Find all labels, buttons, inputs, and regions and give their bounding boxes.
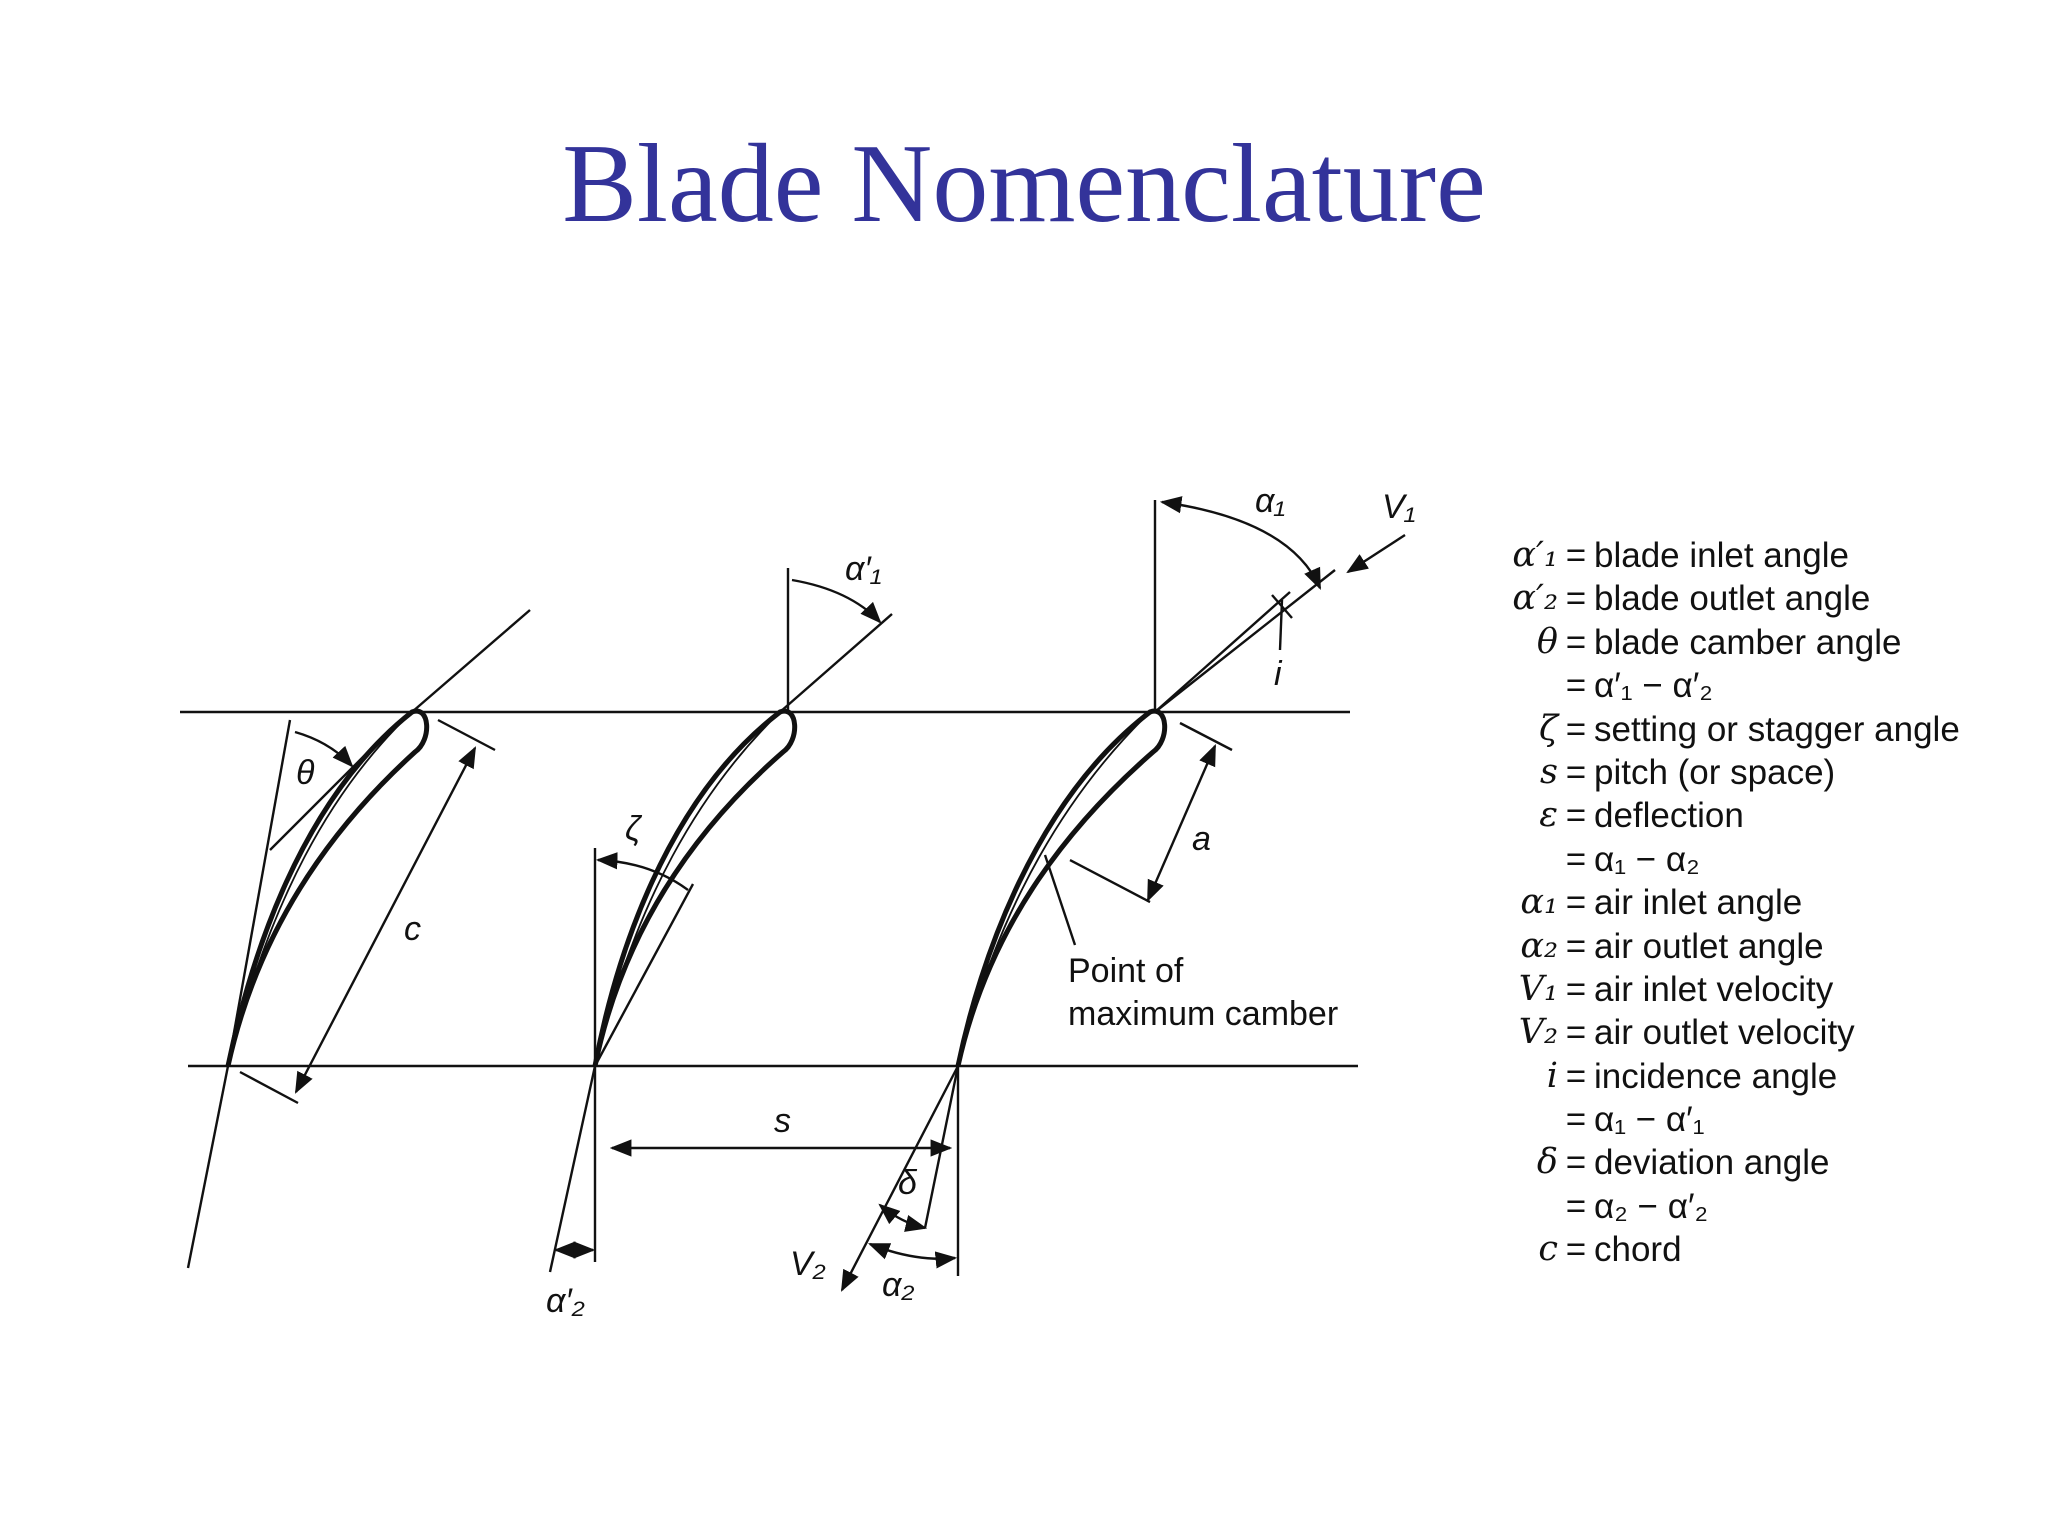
chord-label: c	[404, 910, 421, 948]
pitch-label: s	[774, 1102, 791, 1140]
legend-equals: =	[1565, 536, 1587, 575]
legend-symbol	[1448, 1185, 1558, 1228]
legend-symbol	[1448, 664, 1558, 707]
blade-1-camber-line	[227, 711, 413, 1067]
legend-text: α₁ − α₂	[1594, 839, 1700, 879]
legend-text: air outlet velocity	[1594, 1013, 1855, 1053]
legend-text: chord	[1594, 1230, 1682, 1270]
legend-equals: =	[1565, 969, 1587, 1009]
legend-equals: =	[1565, 622, 1587, 662]
nomenclature-legend: α′₁=blade inlet angle α′₂=blade outlet a…	[1448, 534, 2008, 1272]
legend-symbol: c	[1538, 1229, 1558, 1270]
legend-symbol: α′₂	[1512, 578, 1558, 619]
legend-text: air inlet velocity	[1594, 969, 1834, 1009]
legend-row: c=chord	[1448, 1228, 2008, 1271]
legend-text: deviation angle	[1594, 1143, 1830, 1183]
legend-equals: =	[1565, 796, 1587, 836]
legend-row: α₁=air inlet angle	[1448, 881, 2008, 924]
legend-row: =α′₁ − α′₂	[1448, 664, 2008, 707]
legend-text: α′₁ − α′₂	[1594, 666, 1713, 706]
legend-row: ε=deflection	[1448, 794, 2008, 837]
legend-equals: =	[1565, 579, 1587, 619]
legend-symbol: α₁	[1520, 882, 1558, 923]
legend-row: δ=deviation angle	[1448, 1141, 2008, 1184]
legend-symbol: ζ	[1539, 708, 1558, 749]
legend-equals: =	[1565, 926, 1587, 966]
legend-equals: =	[1565, 883, 1587, 923]
alpha1-label: α₁	[1255, 482, 1285, 520]
legend-symbol	[1448, 1098, 1558, 1141]
theta-label: θ	[296, 754, 315, 792]
legend-symbol: i	[1546, 1055, 1558, 1096]
legend-row: s=pitch (or space)	[1448, 751, 2008, 794]
legend-equals: =	[1565, 752, 1587, 792]
legend-row: θ=blade camber angle	[1448, 621, 2008, 664]
legend-row: V₁=air inlet velocity	[1448, 968, 2008, 1011]
legend-row: α₂=air outlet angle	[1448, 925, 2008, 968]
legend-text: blade outlet angle	[1594, 579, 1871, 619]
legend-text: setting or stagger angle	[1594, 709, 1960, 749]
legend-equals: =	[1565, 1013, 1587, 1053]
incidence-label: i	[1274, 655, 1283, 693]
legend-row: =α₂ − α′₂	[1448, 1185, 2008, 1228]
legend-equals: =	[1565, 1186, 1587, 1226]
v2-label: V₂	[790, 1245, 826, 1283]
alpha2-label: α₂	[882, 1266, 914, 1304]
legend-text: incidence angle	[1594, 1056, 1838, 1096]
legend-text: deflection	[1594, 796, 1744, 836]
max-camber-label-line2: maximum camber	[1068, 995, 1338, 1033]
v1-label: V₁	[1382, 488, 1415, 526]
delta-label: δ	[898, 1164, 918, 1202]
blade-2	[592, 708, 798, 1067]
legend-row: V₂=air outlet velocity	[1448, 1011, 2008, 1054]
alpha2-prime-label: α′₂	[546, 1282, 585, 1320]
legend-text: blade inlet angle	[1594, 536, 1849, 575]
legend-text: α₁ − α′₁	[1594, 1100, 1705, 1140]
legend-equals: =	[1565, 1100, 1587, 1140]
blade-3-camber-line	[957, 711, 1151, 1067]
legend-symbol: s	[1540, 751, 1558, 792]
legend-symbol	[1448, 838, 1558, 881]
max-camber-label-line1: Point of	[1068, 952, 1184, 990]
legend-row: α′₂=blade outlet angle	[1448, 577, 2008, 620]
alpha1-prime-label: α′₁	[845, 550, 882, 588]
legend-text: pitch (or space)	[1594, 752, 1836, 792]
legend-symbol: δ	[1536, 1142, 1558, 1183]
blade-2-camber-line	[594, 711, 781, 1067]
legend-row: i=incidence angle	[1448, 1055, 2008, 1098]
a-label: a	[1192, 820, 1211, 858]
legend-equals: =	[1565, 1230, 1587, 1270]
legend-equals: =	[1565, 1143, 1587, 1183]
legend-symbol: α₂	[1520, 925, 1558, 966]
legend-text: air outlet angle	[1594, 926, 1824, 966]
blade-3	[955, 708, 1168, 1067]
blade-1	[225, 708, 430, 1067]
legend-symbol: θ	[1536, 621, 1558, 662]
legend-symbol: α′₁	[1512, 535, 1558, 575]
legend-symbol: V₂	[1518, 1012, 1558, 1053]
legend-text: blade camber angle	[1594, 622, 1902, 662]
legend-symbol: ε	[1539, 795, 1558, 836]
legend-equals: =	[1565, 666, 1587, 706]
legend-row: =α₁ − α₂	[1448, 838, 2008, 881]
legend-text: air inlet angle	[1594, 883, 1803, 923]
legend-equals: =	[1565, 709, 1587, 749]
legend-text: α₂ − α′₂	[1594, 1186, 1709, 1226]
legend-equals: =	[1565, 1056, 1587, 1096]
legend-row: ζ=setting or stagger angle	[1448, 708, 2008, 751]
legend-row: =α₁ − α′₁	[1448, 1098, 2008, 1141]
legend-row: α′₁=blade inlet angle	[1448, 534, 2008, 577]
page-title: Blade Nomenclature	[562, 122, 1486, 246]
legend-symbol: V₁	[1518, 968, 1558, 1009]
legend-equals: =	[1565, 839, 1587, 879]
zeta-label: ζ	[625, 810, 643, 848]
